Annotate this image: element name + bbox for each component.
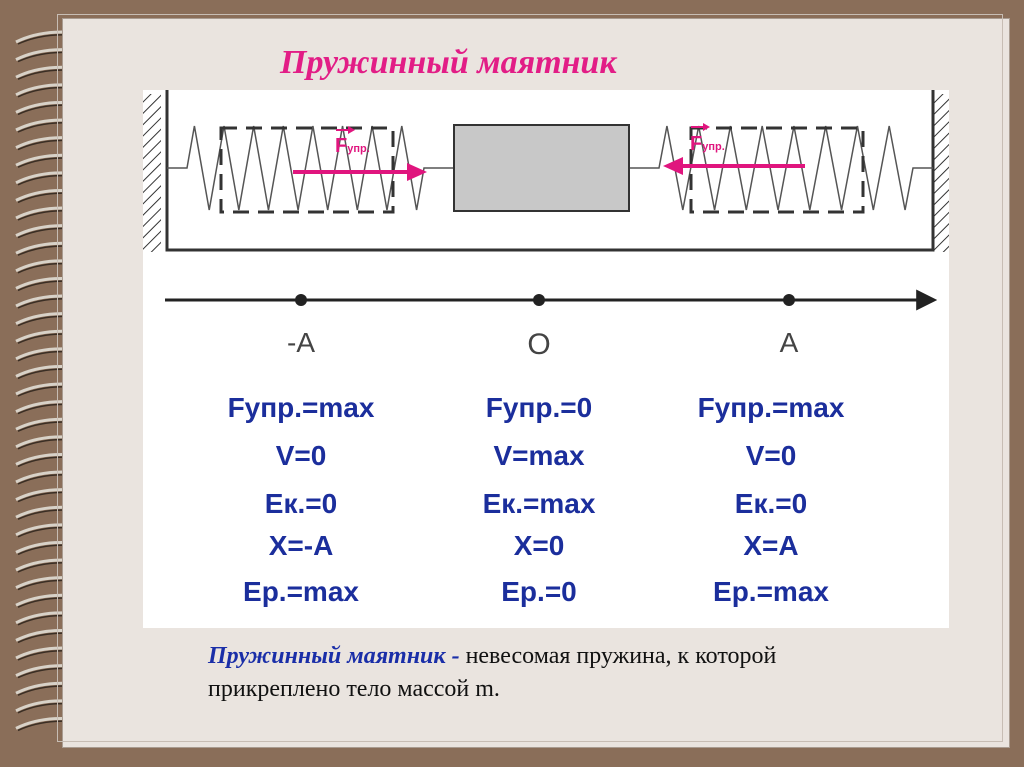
- left-force-arrowhead: [407, 163, 427, 181]
- diagram-panel: Fупр. Fупр. -A O A Fупр.=max V=0 Eк.=0 X…: [143, 90, 949, 628]
- formula-line: Fупр.=0: [485, 392, 593, 423]
- axis-label-o: O: [527, 328, 550, 361]
- formula-line: V=0: [275, 440, 327, 471]
- right-force-arrowhead: [663, 157, 683, 175]
- right-wall-hatch: [933, 94, 949, 252]
- axis-label-minus-a: -A: [287, 327, 315, 358]
- left-force-label: Fупр.: [335, 135, 370, 157]
- formula-line: X=-A: [268, 530, 334, 561]
- column-o: Fупр.=0 V=max Eк.=max X=0 Ep.=0: [459, 392, 619, 622]
- right-dashed-box: [689, 126, 865, 214]
- definition-body: невесомая пружина, к которой прикреплено…: [208, 643, 777, 702]
- axis-point-a: [783, 294, 795, 306]
- formula-line: Ep.=max: [713, 576, 829, 607]
- formula-line: X=A: [743, 530, 799, 561]
- left-wall-hatch: [143, 94, 161, 252]
- formula-line: Eк.=0: [264, 488, 338, 519]
- axis-point-o: [533, 294, 545, 306]
- formula-line: Ep.=max: [243, 576, 359, 607]
- mass-block: [453, 124, 630, 212]
- column-a: Fупр.=max V=0 Eк.=0 X=A Ep.=max: [691, 392, 851, 622]
- formula-line: X=0: [513, 530, 565, 561]
- definition-text: Пружинный маятник - невесомая пружина, к…: [208, 640, 908, 706]
- axis-point-minus-a: [295, 294, 307, 306]
- axis-label-a: A: [780, 327, 799, 358]
- formula-line: Fупр.=max: [227, 392, 375, 423]
- slide-title: Пружинный маятник: [280, 44, 617, 81]
- column-minus-a: Fупр.=max V=0 Eк.=0 X=-A Ep.=max: [221, 392, 381, 622]
- formula-line: Fупр.=max: [697, 392, 845, 423]
- formula-line: Eк.=0: [734, 488, 808, 519]
- formula-line: V=0: [745, 440, 797, 471]
- right-force-label: Fупр.: [690, 133, 725, 155]
- formula-line: Eк.=max: [482, 488, 596, 519]
- spring-pendulum-diagram: Fупр. Fупр. -A O A: [143, 90, 949, 361]
- formula-line: V=max: [493, 440, 585, 471]
- frame: [165, 90, 935, 252]
- formula-line: Ep.=0: [501, 576, 577, 607]
- left-spring: [167, 125, 454, 211]
- left-vector-bar-head: [348, 126, 355, 134]
- definition-term: Пружинный маятник -: [208, 643, 460, 669]
- right-vector-bar-head: [703, 123, 710, 131]
